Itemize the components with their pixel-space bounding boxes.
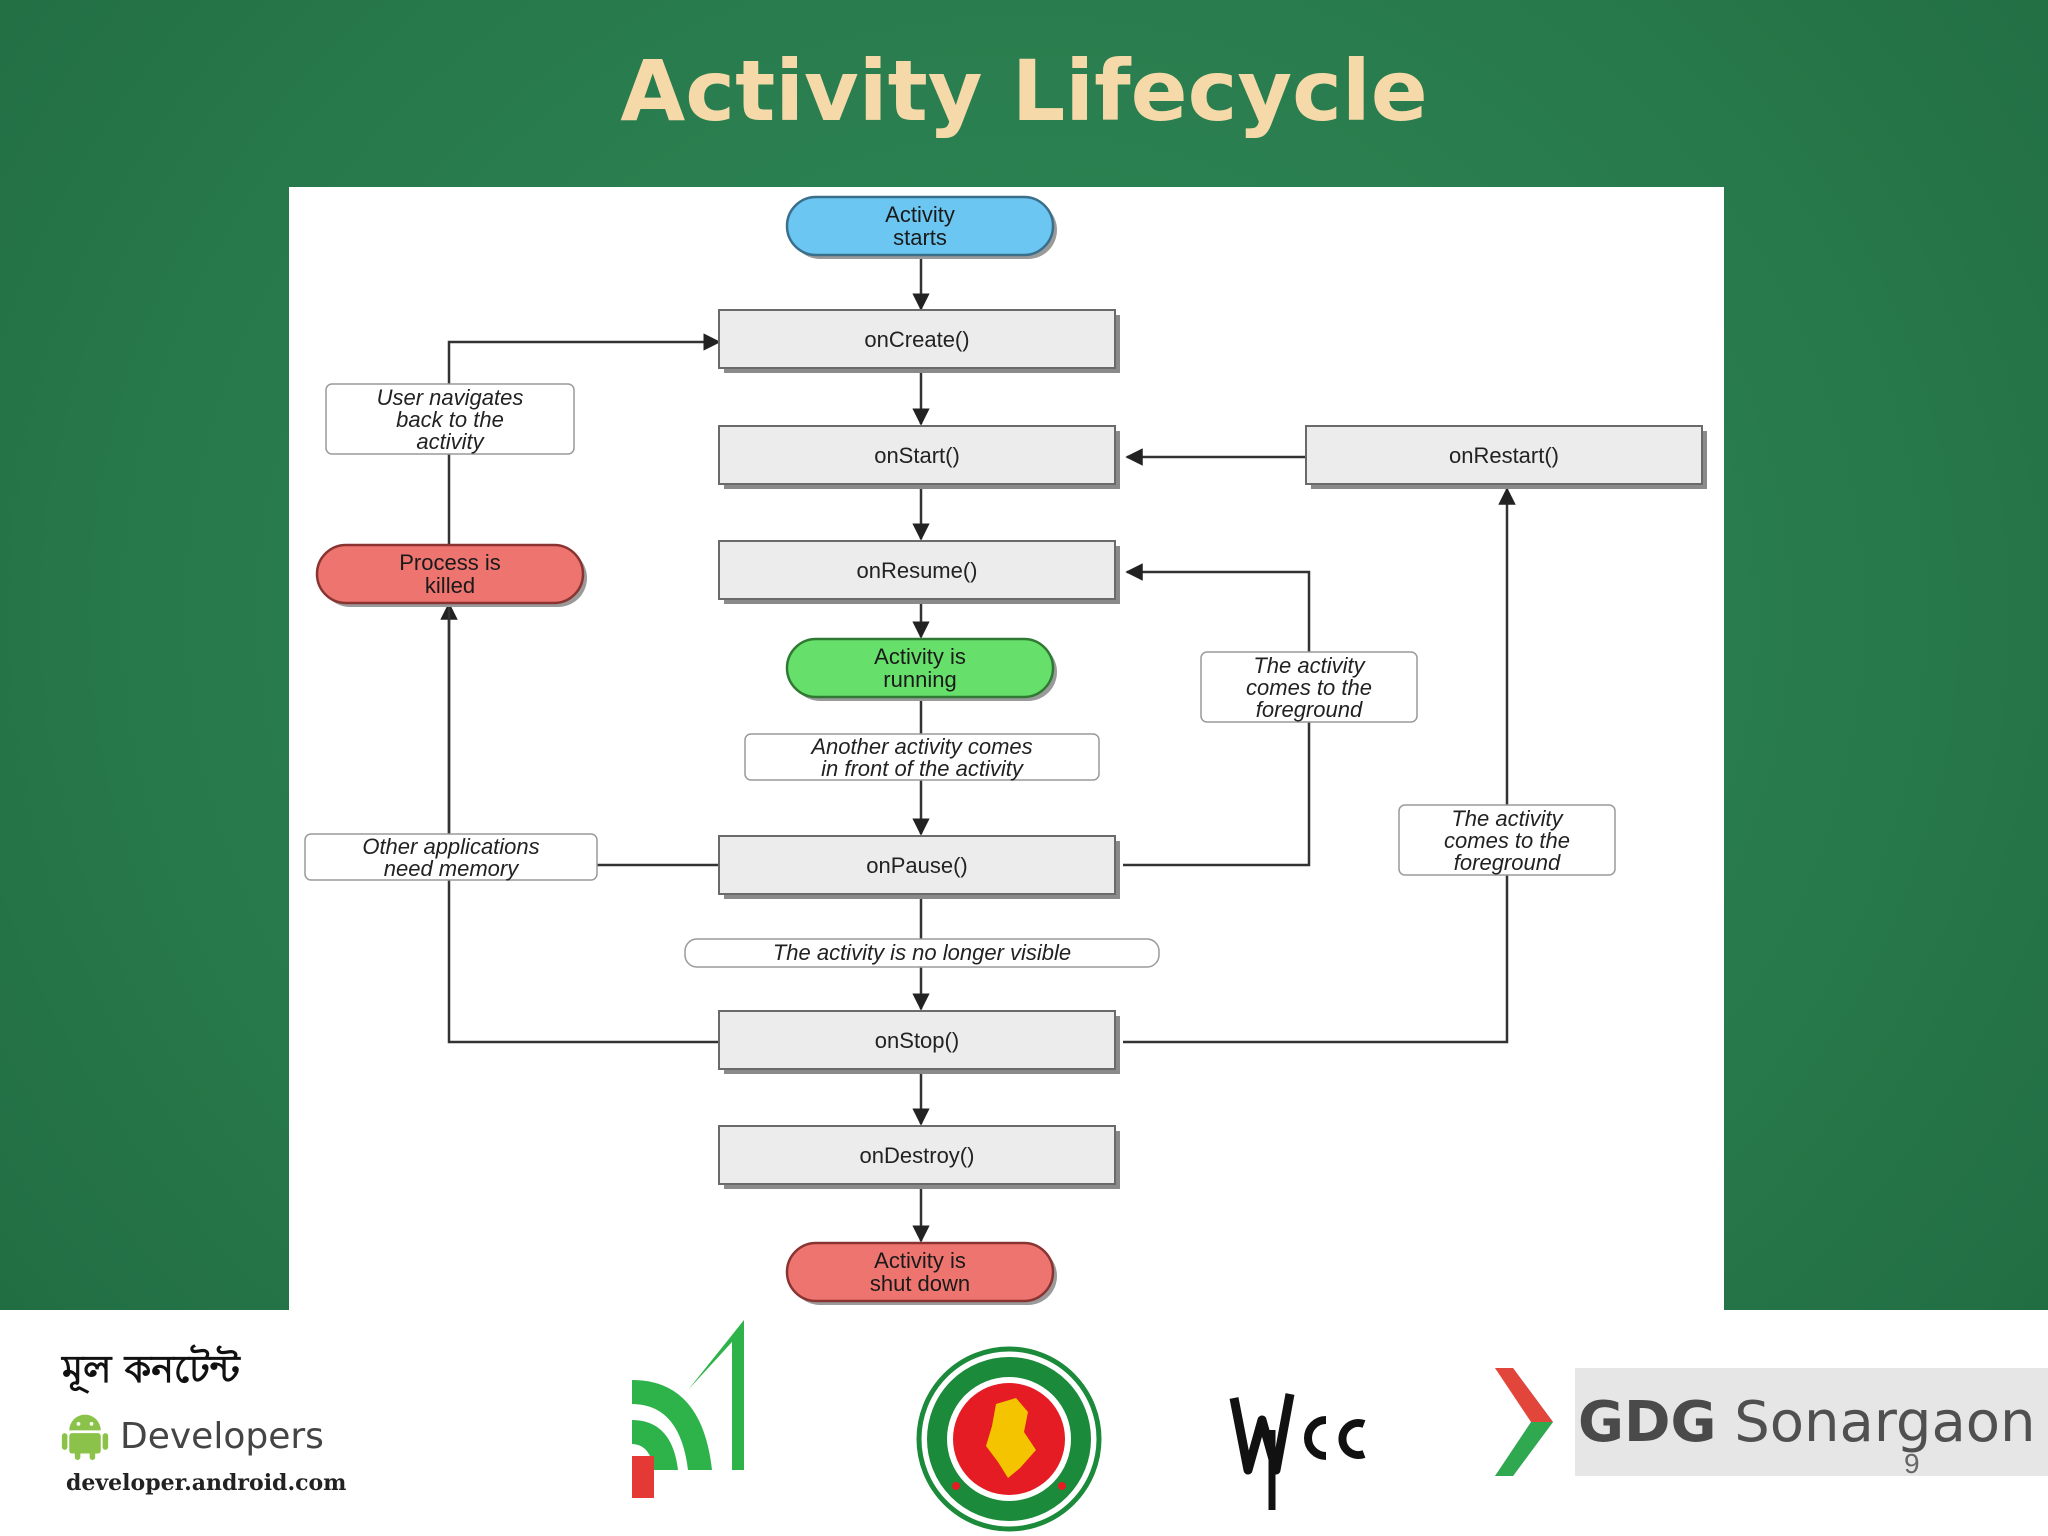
developers-label: Developers (120, 1416, 324, 1457)
gdg-banner (1495, 1368, 2048, 1476)
label-foreground-resume-line2: comes to the (1246, 675, 1372, 700)
edge-stop-restart (1123, 487, 1516, 1044)
label-navigates-back-line1: User navigates (377, 385, 524, 410)
label-no-longer-visible: The activity is no longer visible (684, 938, 1160, 968)
edges (440, 254, 1516, 1243)
android-icon (61, 1414, 109, 1460)
state-starts-line2: starts (893, 225, 947, 250)
method-start: onStart() (718, 425, 1120, 489)
label-foreground-restart-line3: foreground (1454, 850, 1561, 875)
edge-stop-killed (447, 604, 719, 1044)
label-foreground-resume-line3: foreground (1256, 697, 1363, 722)
label-foreground-resume-line1: The activity (1253, 653, 1366, 678)
developers-url: developer.android.com (66, 1470, 347, 1496)
label-another-activity-line2: in front of the activity (821, 756, 1025, 781)
state-running-line1: Activity is (874, 644, 966, 669)
page-number: 9 (1904, 1448, 1920, 1479)
slide-title: Activity Lifecycle (620, 42, 1428, 140)
method-resume-label: onResume() (856, 558, 977, 583)
label-navigates-back: User navigates back to the activity (325, 383, 575, 455)
footer-logos: মূল কনটেন্ট Developers developer.android… (0, 1310, 2048, 1536)
method-start-label: onStart() (874, 443, 960, 468)
label-foreground-resume: The activity comes to the foreground (1200, 651, 1418, 723)
gdg-label-city: Sonargaon (1734, 1390, 2036, 1455)
label-navigates-back-line2: back to the (396, 407, 504, 432)
state-process-killed-line2: killed (425, 573, 475, 598)
method-pause: onPause() (718, 835, 1120, 899)
label-foreground-restart-line1: The activity (1451, 806, 1564, 831)
label-no-longer-visible-text: The activity is no longer visible (773, 940, 1071, 965)
state-starts-line1: Activity (885, 202, 955, 227)
government-seal-logo (916, 1346, 1102, 1532)
edge-pause-killed (440, 602, 719, 867)
state-process-killed-line1: Process is (399, 550, 500, 575)
method-destroy: onDestroy() (718, 1125, 1120, 1189)
state-running-line2: running (883, 667, 956, 692)
state-shut-down-line1: Activity is (874, 1248, 966, 1273)
method-pause-label: onPause() (866, 853, 968, 878)
label-another-activity-line1: Another activity comes (809, 734, 1032, 759)
method-resume: onResume() (718, 540, 1120, 604)
lifecycle-diagram-svg: onCreate() onStart() onRestart() onResum… (304, 195, 1707, 1305)
method-stop-label: onStop() (875, 1028, 959, 1053)
ict-division-logo (632, 1320, 744, 1498)
gdg-label-bold: GDG (1578, 1390, 1717, 1455)
method-create: onCreate() (718, 309, 1120, 373)
method-restart-label: onRestart() (1449, 443, 1559, 468)
state-running: Activity is running (785, 637, 1057, 701)
state-shut-down: Activity is shut down (785, 1241, 1057, 1305)
method-create-label: onCreate() (864, 327, 969, 352)
edge-killed-create (447, 333, 721, 544)
label-foreground-restart-line2: comes to the (1444, 828, 1570, 853)
bengali-caption: মূল কনটেন্ট (62, 1347, 240, 1391)
method-stop: onStop() (718, 1010, 1120, 1074)
state-shut-down-line2: shut down (870, 1271, 970, 1296)
label-other-apps-memory-line2: need memory (384, 856, 521, 881)
lifecycle-diagram: onCreate() onStart() onRestart() onResum… (289, 187, 1724, 1310)
label-foreground-restart: The activity comes to the foreground (1398, 804, 1616, 876)
state-starts: Activity starts (785, 195, 1057, 259)
label-other-apps-memory-line1: Other applications (362, 834, 539, 859)
state-process-killed: Process is killed (315, 543, 587, 607)
wcc-logo (1229, 1393, 1366, 1510)
label-other-apps-memory: Other applications need memory (304, 833, 598, 881)
label-navigates-back-line3: activity (416, 429, 485, 454)
label-another-activity: Another activity comes in front of the a… (744, 733, 1100, 781)
method-destroy-label: onDestroy() (860, 1143, 975, 1168)
method-restart: onRestart() (1305, 425, 1707, 489)
gdg-label: GDG Sonargaon (1578, 1390, 2036, 1455)
